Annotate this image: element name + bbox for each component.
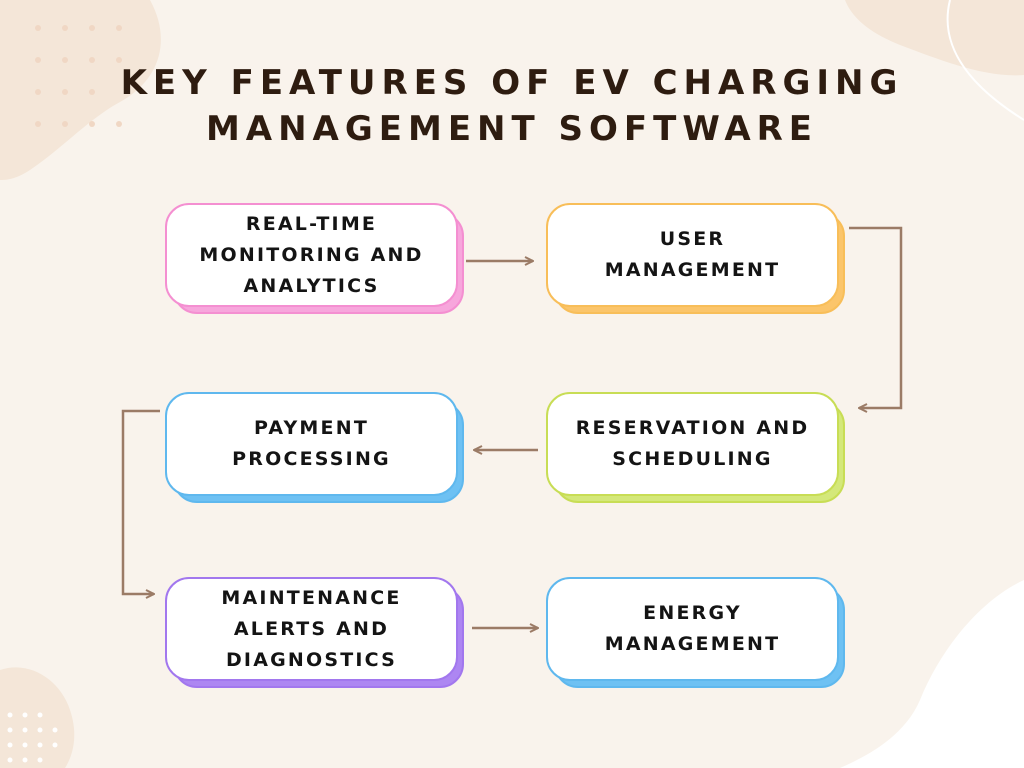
top-left-blob bbox=[0, 0, 161, 180]
top-right-arc bbox=[946, 0, 1024, 121]
title-line-2: MANAGEMENT SOFTWARE bbox=[205, 109, 819, 149]
bottom-right-blob bbox=[840, 580, 1024, 768]
title-line-1: KEY FEATURES OF EV CHARGING bbox=[120, 63, 904, 103]
node-reservation-scheduling: RESERVATION AND SCHEDULING bbox=[546, 392, 845, 503]
node-payment-processing: PAYMENT PROCESSING bbox=[165, 392, 464, 503]
node-user-management: USER MANAGEMENT bbox=[546, 203, 845, 314]
top-left-dot-grid bbox=[35, 25, 122, 127]
node-realtime-monitoring: REAL-TIME MONITORING AND ANALYTICS bbox=[165, 203, 464, 314]
arrow-user-to-reservation bbox=[849, 226, 903, 408]
node-label: MAINTENANCE ALERTS AND DIAGNOSTICS bbox=[221, 586, 402, 671]
bottom-left-dot-grid bbox=[7, 712, 58, 763]
node-label: ENERGY MANAGEMENT bbox=[604, 602, 781, 655]
page-title: KEY FEATURES OF EV CHARGING MANAGEMENT S… bbox=[0, 60, 1024, 152]
node-energy-management: ENERGY MANAGEMENT bbox=[546, 577, 845, 688]
node-label: RESERVATION AND SCHEDULING bbox=[575, 417, 810, 470]
node-label: PAYMENT PROCESSING bbox=[232, 417, 391, 470]
arrow-payment-to-maintenance bbox=[121, 409, 160, 594]
node-label: USER MANAGEMENT bbox=[604, 228, 781, 281]
top-right-blob bbox=[845, 0, 1024, 76]
node-label: REAL-TIME MONITORING AND ANALYTICS bbox=[199, 212, 424, 297]
node-maintenance-alerts: MAINTENANCE ALERTS AND DIAGNOSTICS bbox=[165, 577, 464, 688]
